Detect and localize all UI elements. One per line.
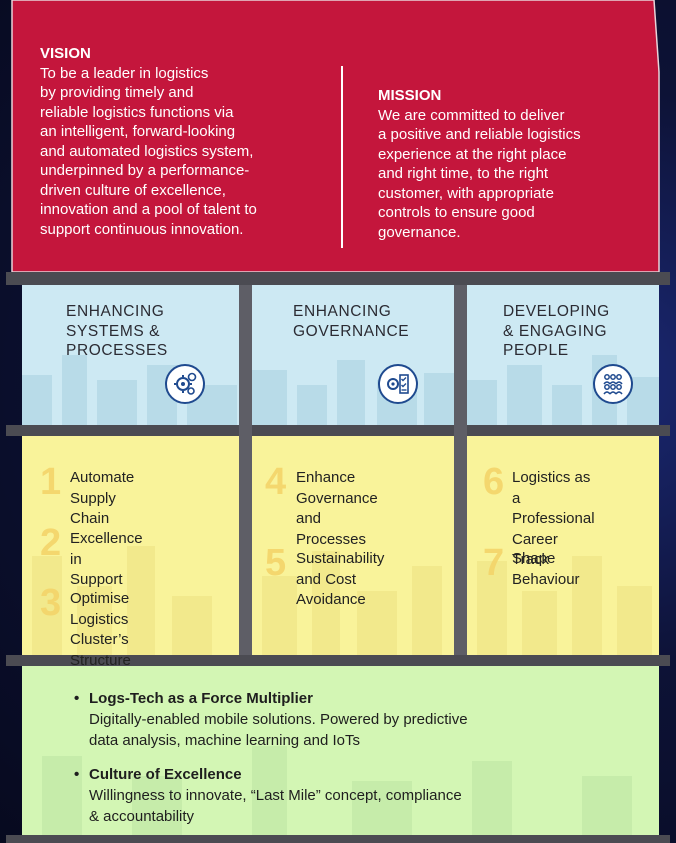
- beam-top: [6, 272, 670, 285]
- objective-text: Optimise Logistics Cluster’s Structure: [70, 590, 131, 669]
- vision-block: VISION To be a leader in logistics by pr…: [40, 44, 330, 239]
- foundation-bullet-text: Digitally-enabled mobile solutions. Powe…: [89, 711, 468, 749]
- objectives-column-governance: [252, 436, 454, 655]
- pillar-post-right: [454, 285, 467, 655]
- objective-text: Excellence in Support: [70, 530, 143, 588]
- foundation-bullet-heading: Culture of Excellence: [89, 766, 242, 783]
- objective-text: Automate Supply Chain: [70, 469, 135, 527]
- pillar-header-people: [467, 285, 659, 425]
- gears-icon: [165, 364, 205, 404]
- objective-text: Logistics as a Professional Career Track: [512, 469, 595, 568]
- foundation-bullet-text: Willingness to innovate, “Last Mile” con…: [89, 787, 462, 825]
- beam-bottom: [6, 835, 670, 843]
- objective-number: 1: [40, 461, 62, 503]
- objective-number: 5: [265, 542, 287, 584]
- beam-lower-middle: [6, 655, 670, 666]
- objective-number: 6: [483, 461, 505, 503]
- objective-number: 4: [265, 461, 287, 503]
- pillar-title-people: DEVELOPING & ENGAGING PEOPLE: [503, 303, 610, 359]
- pillar-title-systems: ENHANCING SYSTEMS & PROCESSES: [66, 303, 168, 359]
- objectives-column-people: [467, 436, 659, 655]
- pillar-post-left: [239, 285, 252, 655]
- pillar-header-governance: [252, 285, 454, 425]
- mission-text: We are committed to deliver a positive a…: [378, 106, 581, 241]
- objective-text: Shape Behaviour: [512, 550, 580, 588]
- vision-mission-divider: [341, 66, 343, 248]
- pillar-header-systems: [22, 285, 239, 425]
- foundation-panel: [22, 666, 659, 835]
- beam-upper-middle: [6, 425, 670, 436]
- objective-text: Sustainability and Cost Avoidance: [296, 550, 385, 608]
- mission-heading: MISSION: [378, 87, 442, 104]
- objective-number: 7: [483, 542, 505, 584]
- pillar-title-governance: ENHANCING GOVERNANCE: [293, 303, 410, 340]
- foundation-bullet-heading: Logs-Tech as a Force Multiplier: [89, 690, 313, 707]
- checklist-gear-icon: [378, 364, 418, 404]
- mission-block: MISSION We are committed to deliver a po…: [378, 86, 648, 242]
- objective-number: 2: [40, 522, 62, 564]
- objective-number: 3: [40, 582, 62, 624]
- objective-text: Enhance Governance and Processes: [296, 469, 378, 548]
- people-group-icon: [593, 364, 633, 404]
- vision-text: To be a leader in logistics by providing…: [40, 64, 257, 238]
- vision-heading: VISION: [40, 45, 91, 62]
- objectives-column-systems: [22, 436, 239, 655]
